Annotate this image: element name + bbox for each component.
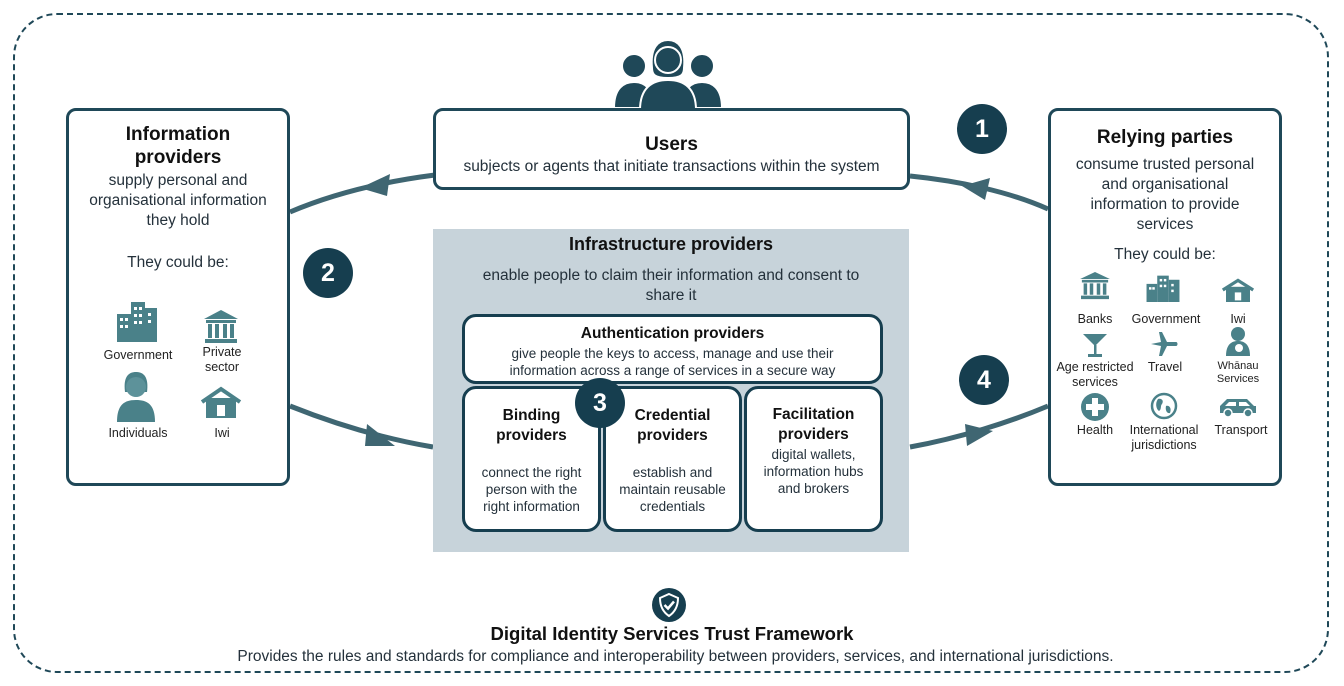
arrowhead-left-bottom: [365, 424, 395, 446]
credential-desc: establish and maintain reusable credenti…: [619, 465, 726, 514]
authentication-providers-box: Authentication providers give people the…: [462, 314, 883, 384]
binding-desc: connect the right person with the right …: [481, 465, 582, 514]
info-providers-title: Information providers: [125, 124, 231, 168]
step-badge-4: 4: [959, 355, 1009, 405]
relying-parties-could-be: They could be:: [1114, 246, 1216, 263]
arrow-users-to-info: [289, 172, 436, 215]
relying-parties-title: Relying parties: [1096, 127, 1234, 148]
cocktail-glass-icon: [1083, 334, 1107, 357]
info-item-private-sector: Private sector: [202, 345, 242, 374]
relying-item-government: Government: [1131, 312, 1201, 326]
health-cross-icon: [1081, 393, 1109, 421]
framework-desc: Provides the rules and standards for com…: [237, 648, 1114, 665]
relying-item-banks: Banks: [1077, 312, 1113, 326]
facilitation-title: Facilitation providers: [772, 406, 855, 443]
car-icon: [1220, 399, 1256, 418]
whanau-family-icon: [1226, 327, 1250, 356]
binding-providers-box: Binding providers connect the right pers…: [462, 386, 601, 532]
users-group-icon: [612, 38, 724, 111]
info-providers-desc: supply personal and organisational infor…: [89, 172, 267, 229]
shield-check-icon: [652, 588, 686, 622]
relying-item-iwi: Iwi: [1230, 312, 1246, 326]
credential-providers-box: Credential providers establish and maint…: [603, 386, 742, 532]
users-box: Users subjects or agents that initiate t…: [433, 108, 910, 190]
individual-person-icon: [117, 372, 155, 422]
relying-item-travel: Travel: [1147, 360, 1183, 374]
bank-building-icon: [204, 310, 238, 343]
government-icon: [1146, 275, 1180, 302]
marae-house-icon: [200, 386, 242, 418]
step-badge-1: 1: [957, 104, 1007, 154]
step-badge-3: 3: [575, 378, 625, 428]
infrastructure-title: Infrastructure providers: [568, 234, 774, 254]
info-item-individuals: Individuals: [108, 426, 168, 440]
arrowhead-right-top: [962, 178, 990, 200]
relying-item-health: Health: [1076, 423, 1114, 437]
information-providers-box: Information providers supply personal an…: [66, 108, 290, 486]
credential-title: Credential providers: [634, 407, 711, 444]
airplane-icon: [1151, 332, 1178, 356]
framework-title: Digital Identity Services Trust Framewor…: [490, 623, 854, 644]
arrow-info-to-infra: [289, 403, 434, 450]
users-title: Users: [645, 134, 698, 155]
relying-item-transport: Transport: [1214, 423, 1268, 437]
authentication-desc: give people the keys to access, manage a…: [509, 346, 836, 378]
arrowhead-right-bottom: [965, 424, 993, 446]
trust-framework-boundary: [13, 13, 1329, 673]
facilitation-providers-box: Facilitation providers digital wallets, …: [744, 386, 883, 532]
facilitation-desc: digital wallets, information hubs and br…: [763, 447, 864, 496]
binding-title: Binding providers: [496, 407, 567, 444]
authentication-title: Authentication providers: [580, 325, 765, 342]
step-badge-2: 2: [303, 248, 353, 298]
globe-icon: [1150, 392, 1178, 420]
info-item-iwi: Iwi: [214, 426, 230, 440]
relying-item-international: International jurisdictions: [1129, 423, 1199, 452]
government-buildings-icon: [117, 302, 157, 342]
relying-item-whanau: Whānau Services: [1216, 360, 1260, 385]
infrastructure-desc: enable people to claim their information…: [482, 267, 860, 304]
bank-icon: [1080, 272, 1110, 300]
arrowhead-left-top: [360, 174, 390, 196]
info-providers-could-be: They could be:: [127, 254, 229, 271]
iwi-marae-icon: [1221, 278, 1255, 302]
arrow-infra-to-relying: [909, 403, 1049, 450]
relying-item-age-restricted: Age restricted services: [1056, 360, 1134, 389]
users-desc: subjects or agents that initiate transac…: [463, 158, 880, 175]
relying-parties-desc: consume trusted personal and organisatio…: [1075, 156, 1255, 233]
info-item-government: Government: [103, 348, 173, 362]
